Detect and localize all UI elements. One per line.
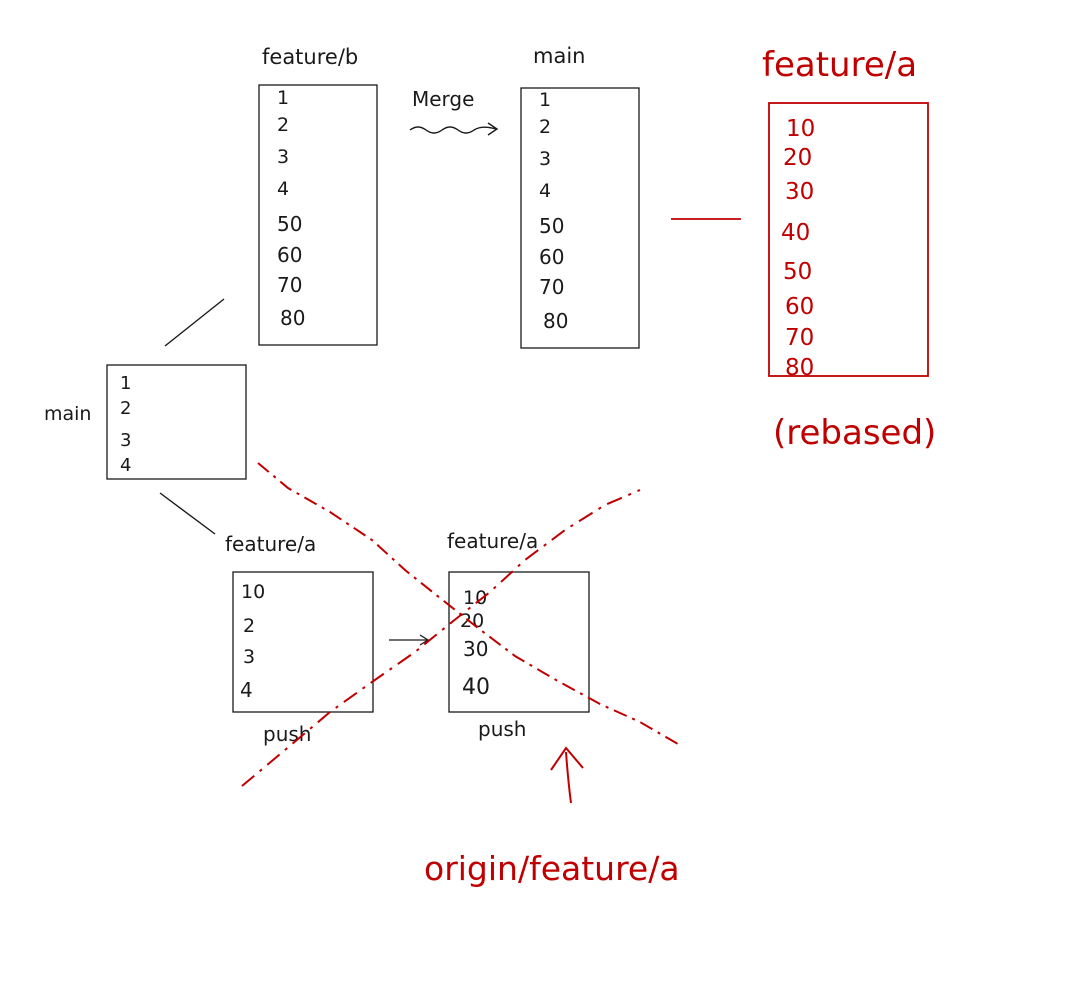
feature-a-rebased-box — [768, 102, 929, 377]
feature-b-node: feature/b 1 2 3 4 50 60 70 80 — [258, 45, 378, 346]
main-merged-line-5: 50 — [539, 214, 564, 238]
feature-a-rebased-caption: (rebased) — [773, 413, 936, 453]
origin-annotation: origin/feature/a — [424, 746, 680, 888]
main-merged-node: main 1 2 3 4 50 60 70 80 — [520, 44, 640, 349]
main-base-node: main 1 2 3 4 — [44, 364, 247, 480]
main-merged-line-4: 4 — [539, 180, 551, 202]
feature-a-first-line-1: 10 — [241, 581, 265, 603]
feature-a-rebased-line-2: 20 — [783, 145, 812, 171]
main-base-line-4: 4 — [120, 455, 131, 476]
feature-a-second-line-1: 10 — [463, 587, 487, 609]
main-base-box — [106, 364, 247, 480]
merge-squiggle-arrow — [409, 126, 497, 134]
main-base-line-2: 2 — [120, 398, 131, 419]
feature-a-first-label: feature/a — [225, 532, 316, 556]
feature-a-rebased-line-3: 30 — [785, 179, 814, 205]
main-merged-box — [520, 87, 640, 349]
main-base-line-3: 3 — [120, 430, 131, 451]
cross-out-line-2 — [241, 489, 641, 787]
cross-out-line-1 — [257, 462, 679, 745]
main-merged-line-7: 70 — [539, 275, 564, 299]
feature-a-second-line-3: 30 — [463, 637, 488, 661]
main-merged-label: main — [533, 44, 585, 68]
main-merged-line-3: 3 — [539, 148, 551, 170]
main-base-line-1: 1 — [120, 373, 131, 394]
origin-arrow-head — [550, 746, 584, 771]
feature-b-line-4: 4 — [277, 178, 289, 200]
feature-b-line-6: 60 — [277, 243, 302, 267]
feature-a-rebased-line-1: 10 — [786, 116, 815, 142]
main-merged-line-6: 60 — [539, 245, 564, 269]
branch-line-feature-a — [159, 492, 216, 535]
feature-b-line-2: 2 — [277, 114, 289, 136]
feature-b-line-7: 70 — [277, 273, 302, 297]
merge-arrow-head — [487, 122, 499, 136]
feature-a-rebased-line-6: 60 — [785, 294, 814, 320]
feature-a-rebased-line-8: 80 — [785, 355, 814, 381]
main-merged-line-8: 80 — [543, 309, 568, 333]
feature-a-rebased-line-5: 50 — [783, 259, 812, 285]
feature-a-first-line-3: 3 — [243, 646, 255, 668]
feature-a-first-line-2: 2 — [243, 615, 255, 637]
feature-a-rebased-line-4: 40 — [781, 220, 810, 246]
feature-b-label: feature/b — [262, 45, 358, 69]
feature-a-first-box — [232, 571, 374, 713]
feature-a-second-line-2: 20 — [460, 610, 484, 632]
feature-a-rebased-line-7: 70 — [785, 325, 814, 351]
origin-label: origin/feature/a — [424, 849, 680, 888]
feature-b-box — [258, 84, 378, 346]
feature-a-second-label: feature/a — [447, 529, 538, 553]
origin-arrow-shaft — [565, 751, 572, 804]
main-base-label: main — [44, 403, 91, 425]
push-arrow — [389, 634, 430, 646]
feature-b-line-5: 50 — [277, 212, 302, 236]
merge-label: Merge — [412, 87, 474, 111]
feature-a-second-line-4: 40 — [462, 675, 490, 700]
branch-line-feature-b — [164, 298, 225, 347]
feature-a-second-box — [448, 571, 590, 713]
merge-annotation: Merge — [409, 87, 499, 136]
main-merged-line-1: 1 — [539, 89, 551, 111]
feature-a-second-caption: push — [478, 717, 526, 741]
feature-b-line-8: 80 — [280, 306, 305, 330]
feature-b-line-1: 1 — [277, 87, 289, 109]
main-merged-line-2: 2 — [539, 116, 551, 138]
feature-b-line-3: 3 — [277, 146, 289, 168]
feature-a-first-node: feature/a 10 2 3 4 push — [225, 532, 374, 746]
feature-a-rebased-node: feature/a 10 20 30 40 50 60 70 80 (rebas… — [762, 45, 936, 453]
feature-a-second-node: feature/a 10 20 30 40 push — [447, 529, 590, 741]
feature-a-first-line-4: 4 — [240, 678, 253, 702]
feature-a-rebased-label: feature/a — [762, 45, 917, 85]
